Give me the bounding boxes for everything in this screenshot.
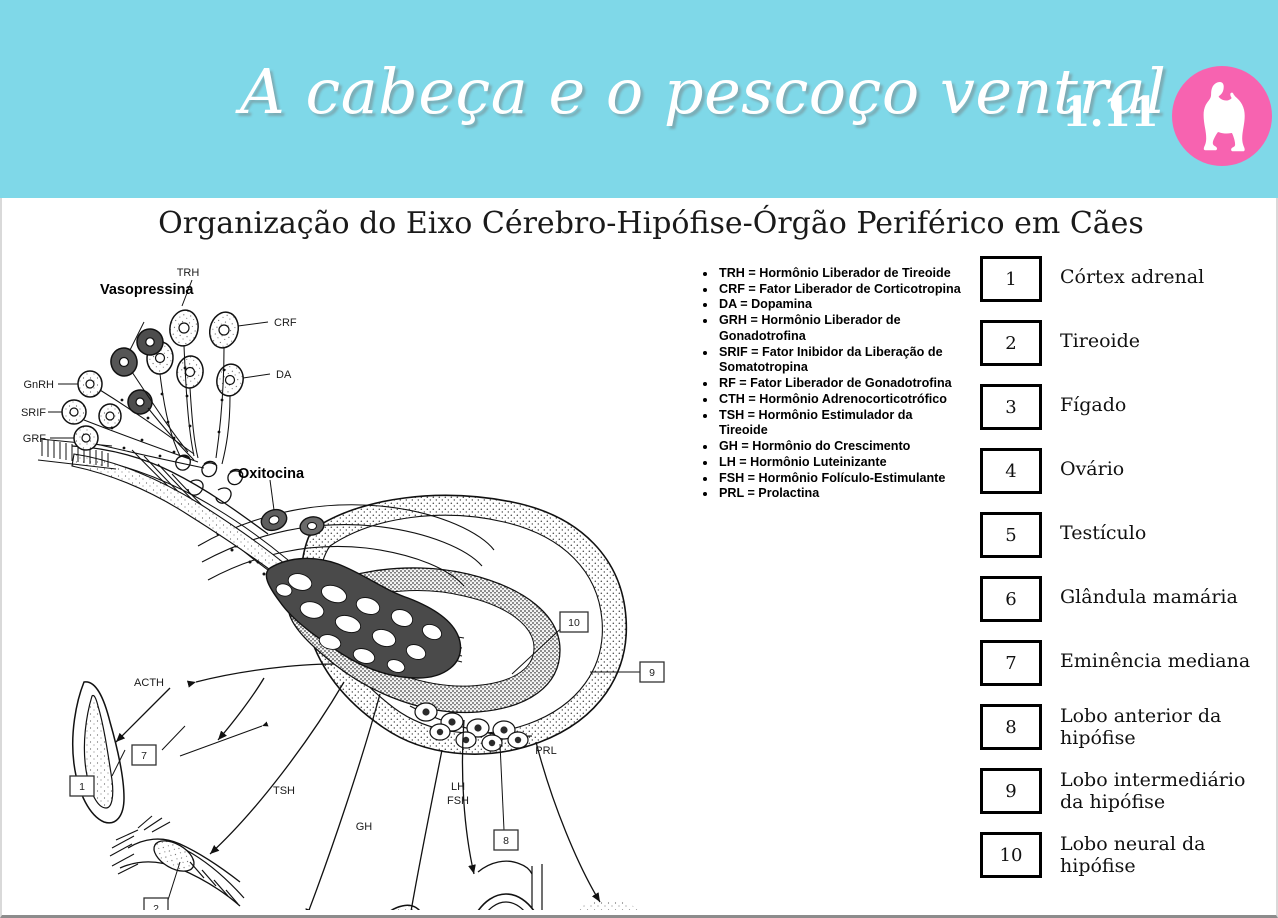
neuron-extra	[98, 403, 122, 429]
neuron-da	[216, 363, 244, 397]
label-gh: GH	[356, 821, 373, 833]
svg-text:9: 9	[649, 667, 655, 679]
page-title: Organização do Eixo Cérebro-Hipófise-Órg…	[158, 206, 1144, 241]
label-oxitocina: Oxitocina	[238, 466, 305, 482]
legend-number-box: 9	[980, 768, 1042, 814]
neuron-grf	[73, 425, 99, 451]
pars-distalis-cells	[409, 702, 533, 752]
list-item: TRH = Hormônio Liberador de Tireoide	[717, 266, 962, 282]
abbreviation-list: TRH = Hormônio Liberador de Tireoide CRF…	[700, 266, 962, 502]
diagram-callouts: 1 2 3 4 5 6 7 8 9 10	[69, 611, 665, 910]
callout-2: 2	[143, 897, 169, 910]
list-item: GH = Hormônio do Crescimento	[717, 439, 962, 455]
legend-label: Lobo anterior da hipófise	[1060, 705, 1222, 750]
neuron-srif	[61, 399, 87, 425]
legend-row-5: 5 Testículo	[980, 512, 1272, 558]
legend-number-box: 5	[980, 512, 1042, 558]
header-banner: A cabeça e o pescoço ventral 1.11	[0, 0, 1278, 198]
banner-title: A cabeça e o pescoço ventral	[240, 55, 1167, 128]
callout-7: 7	[131, 744, 157, 766]
neuron-crf	[208, 311, 240, 349]
list-item: DA = Dopamina	[717, 297, 962, 313]
legend-label: Tireoide	[1060, 330, 1140, 352]
svg-text:2: 2	[153, 903, 159, 910]
organ-testis	[477, 860, 543, 910]
legend-row-3: 3 Fígado	[980, 384, 1272, 430]
legend-row-9: 9 Lobo intermediário da hipófise	[980, 768, 1272, 814]
list-item: GRH = Hormônio Liberador de Gonadotrofin…	[717, 313, 962, 344]
legend-number-box: 3	[980, 384, 1042, 430]
list-item: CRF = Fator Liberador de Corticotropina	[717, 282, 962, 298]
label-crf: CRF	[274, 317, 297, 329]
legend-number-box: 8	[980, 704, 1042, 750]
label-lh: LH	[451, 781, 465, 793]
organ-thyroid	[109, 815, 245, 907]
logo-badge	[1172, 66, 1272, 166]
label-prl: PRL	[535, 745, 556, 757]
label-acth: ACTH	[134, 677, 164, 689]
neuron-vasopressin-2	[136, 328, 164, 356]
label-fsh: FSH	[447, 795, 469, 807]
legend-number-box: 2	[980, 320, 1042, 366]
list-item: PRL = Prolactina	[717, 486, 962, 502]
neuron-gnrh	[77, 370, 103, 398]
label-da: DA	[276, 369, 292, 381]
legend-row-8: 8 Lobo anterior da hipófise	[980, 704, 1272, 750]
legend-label: Testículo	[1060, 522, 1147, 544]
neuron-mid-1	[176, 355, 204, 389]
legend-row-4: 4 Ovário	[980, 448, 1272, 494]
organ-adrenal	[71, 681, 125, 824]
list-item: TSH = Hormônio Estimulador da Tireoide	[717, 408, 962, 439]
banner-section-number: 1.11	[1062, 88, 1159, 136]
organ-liver	[390, 904, 420, 910]
legend-number-box: 10	[980, 832, 1042, 878]
list-item: CTH = Hormônio Adrenocorticotrófico	[717, 392, 962, 408]
list-item: SRIF = Fator Inibidor da Liberação de So…	[717, 345, 962, 376]
svg-text:7: 7	[141, 750, 147, 762]
legend-row-6: 6 Glândula mamária	[980, 576, 1272, 622]
callout-8: 8	[493, 829, 519, 851]
legend-number-box: 4	[980, 448, 1042, 494]
svg-text:8: 8	[503, 835, 509, 847]
legend-label: Lobo neural da hipófise	[1060, 833, 1206, 878]
legend-row-2: 2 Tireoide	[980, 320, 1272, 366]
label-trh: TRH	[177, 267, 200, 279]
svg-text:1: 1	[79, 781, 85, 793]
label-srif: SRIF	[21, 407, 46, 419]
callout-9: 9	[639, 661, 665, 683]
organ-mammary	[576, 900, 640, 910]
legend-row-10: 10 Lobo neural da hipófise	[980, 832, 1272, 878]
legend-label: Glândula mamária	[1060, 586, 1238, 608]
legend-label: Eminência mediana	[1060, 650, 1251, 672]
list-item: LH = Hormônio Luteinizante	[717, 455, 962, 471]
neuron-vasopressin-1	[110, 347, 138, 377]
neuron-trh	[169, 309, 199, 347]
label-tsh: TSH	[273, 785, 295, 797]
legend-label: Córtex adrenal	[1060, 266, 1205, 288]
callout-1: 1	[69, 775, 95, 797]
label-gnrh: GnRH	[23, 379, 54, 391]
legend-number-box: 7	[980, 640, 1042, 686]
svg-text:10: 10	[568, 617, 580, 629]
label-vasopressina: Vasopressina	[100, 282, 194, 298]
label-grf: GRF	[23, 433, 47, 445]
hypothalamus-pituitary-axis-diagram: 1 2 3 4 5 6 7 8 9 10 TRH CRF DA GnRH SRI…	[12, 250, 692, 910]
legend-label: Lobo intermediário da hipófise	[1060, 769, 1246, 814]
legend-label: Ovário	[1060, 458, 1125, 480]
list-item: RF = Fator Liberador de Gonadotrofina	[717, 376, 962, 392]
neuron-vasopressin-3	[127, 389, 153, 415]
dog-silhouette-icon	[1196, 80, 1248, 152]
legend-number-box: 1	[980, 256, 1042, 302]
legend-row-1: 1 Córtex adrenal	[980, 256, 1272, 302]
list-item: FSH = Hormônio Folículo-Estimulante	[717, 471, 962, 487]
numbered-legend: 1 Córtex adrenal 2 Tireoide 3 Fígado 4 O…	[980, 256, 1272, 896]
legend-row-7: 7 Eminência mediana	[980, 640, 1272, 686]
slide-content: Organização do Eixo Cérebro-Hipófise-Órg…	[0, 198, 1278, 918]
legend-label: Fígado	[1060, 394, 1127, 416]
callout-10: 10	[559, 611, 589, 633]
legend-number-box: 6	[980, 576, 1042, 622]
portal-capillary-network	[265, 557, 462, 679]
